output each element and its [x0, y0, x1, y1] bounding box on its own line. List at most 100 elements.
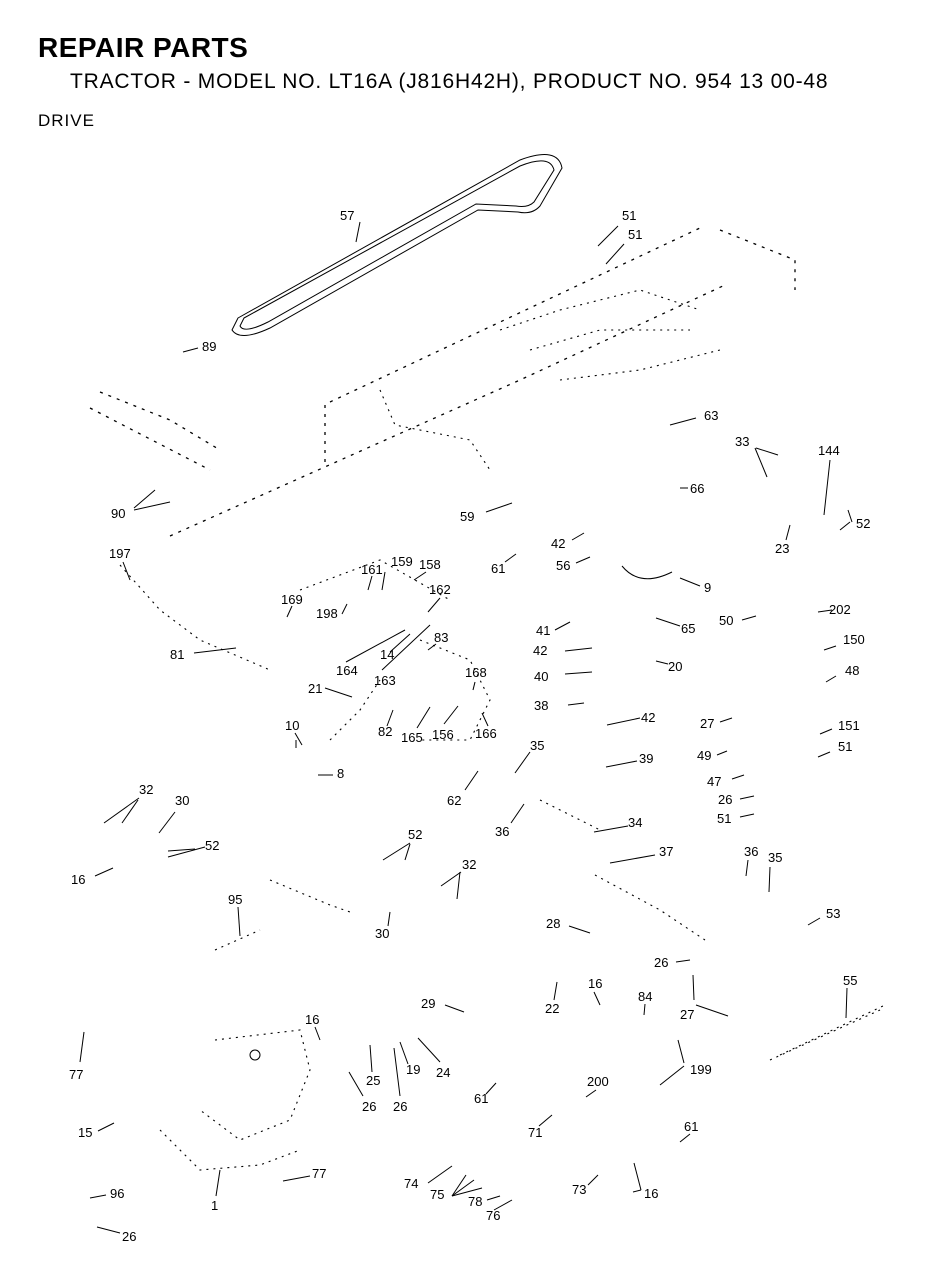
callout: 47: [707, 774, 721, 789]
callout: 16: [644, 1186, 658, 1201]
callout: 53: [826, 906, 840, 921]
leader-lines: [79, 221, 853, 1234]
callout: 162: [429, 582, 451, 597]
callout: 90: [111, 506, 125, 521]
callout: 56: [556, 558, 570, 573]
callout: 14: [380, 647, 394, 662]
callout: 95: [228, 892, 242, 907]
callout: 63: [704, 408, 718, 423]
callout: 40: [534, 669, 548, 684]
callout: 75: [430, 1187, 444, 1202]
callout: 26: [393, 1099, 407, 1114]
callout: 61: [491, 561, 505, 576]
callout: 82: [378, 724, 392, 739]
callout: 28: [546, 916, 560, 931]
callout: 42: [641, 710, 655, 725]
callout: 165: [401, 730, 423, 745]
callout: 83: [434, 630, 448, 645]
callout: 76: [486, 1208, 500, 1223]
callout: 51: [717, 811, 731, 826]
page-title: REPAIR PARTS: [38, 32, 249, 63]
callout: 16: [588, 976, 602, 991]
callout: 42: [533, 643, 547, 658]
callout: 65: [681, 621, 695, 636]
callout: 26: [122, 1229, 136, 1244]
callout: 49: [697, 748, 711, 763]
callout: 19: [406, 1062, 420, 1077]
callout: 30: [375, 926, 389, 941]
transmission-hub: [159, 1029, 311, 1171]
callout: 161: [361, 562, 383, 577]
callout: 33: [735, 434, 749, 449]
callout: 78: [468, 1194, 482, 1209]
callout: 66: [690, 481, 704, 496]
callout-labels: 57 51 51 89 63 33 144 90 66 59 52 23 42 …: [69, 208, 870, 1244]
callout: 27: [680, 1007, 694, 1022]
callout: 57: [340, 208, 354, 223]
callout: 51: [622, 208, 636, 223]
callout: 84: [638, 989, 652, 1004]
callout: 89: [202, 339, 216, 354]
tractor-frame-outline: [89, 227, 886, 1061]
callout: 30: [175, 793, 189, 808]
callout: 32: [462, 857, 476, 872]
callout: 168: [465, 665, 487, 680]
callout: 34: [628, 815, 642, 830]
callout: 22: [545, 1001, 559, 1016]
callout: 73: [572, 1182, 586, 1197]
callout: 144: [818, 443, 840, 458]
callout: 77: [312, 1166, 326, 1181]
callout: 39: [639, 751, 653, 766]
callout: 26: [718, 792, 732, 807]
callout: 202: [829, 602, 851, 617]
callout: 21: [308, 681, 322, 696]
page-subtitle: TRACTOR - MODEL NO. LT16A (J816H42H), PR…: [70, 70, 829, 93]
callout: 23: [775, 541, 789, 556]
callout: 158: [419, 557, 441, 572]
callout: 32: [139, 782, 153, 797]
callout: 16: [71, 872, 85, 887]
callout: 36: [744, 844, 758, 859]
callout: 52: [205, 838, 219, 853]
callout: 35: [768, 850, 782, 865]
callout: 198: [316, 606, 338, 621]
callout: 199: [690, 1062, 712, 1077]
callout: 77: [69, 1067, 83, 1082]
callout: 96: [110, 1186, 124, 1201]
callout: 36: [495, 824, 509, 839]
callout: 8: [337, 766, 344, 781]
callout: 38: [534, 698, 548, 713]
callout: 59: [460, 509, 474, 524]
callout: 35: [530, 738, 544, 753]
callout: 61: [474, 1091, 488, 1106]
part-9-arc: [621, 565, 673, 580]
callout: 29: [421, 996, 435, 1011]
callout: 51: [628, 227, 642, 242]
section-label: DRIVE: [38, 111, 95, 130]
callout: 200: [587, 1074, 609, 1089]
callout: 55: [843, 973, 857, 988]
callout: 9: [704, 580, 711, 595]
callout: 151: [838, 718, 860, 733]
callout: 25: [366, 1073, 380, 1088]
drive-belt: [231, 154, 563, 336]
callout: 50: [719, 613, 733, 628]
callout: 1: [211, 1198, 218, 1213]
callout: 163: [374, 673, 396, 688]
callout: 24: [436, 1065, 450, 1080]
callout: 26: [362, 1099, 376, 1114]
callout: 27: [700, 716, 714, 731]
callout: 61: [684, 1119, 698, 1134]
callout: 16: [305, 1012, 319, 1027]
callout: 48: [845, 663, 859, 678]
callout: 52: [856, 516, 870, 531]
callout: 150: [843, 632, 865, 647]
callout: 166: [475, 726, 497, 741]
callout: 26: [654, 955, 668, 970]
callout: 10: [285, 718, 299, 733]
callout: 42: [551, 536, 565, 551]
callout: 169: [281, 592, 303, 607]
callout: 197: [109, 546, 131, 561]
callout: 71: [528, 1125, 542, 1140]
